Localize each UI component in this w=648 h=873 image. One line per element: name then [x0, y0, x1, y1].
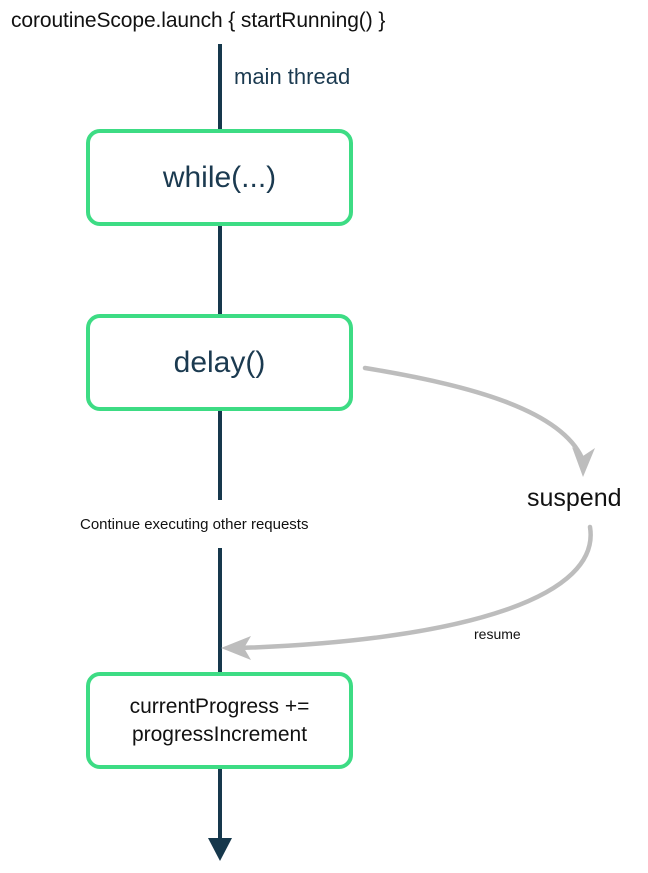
- node-current-progress-label: currentProgress += progressIncrement: [130, 693, 310, 749]
- curved-arrow-down-right-icon: [362, 365, 585, 461]
- node-delay-label: delay(): [173, 345, 266, 379]
- node-current-progress[interactable]: currentProgress += progressIncrement: [86, 672, 353, 769]
- page-title: coroutineScope.launch { startRunning() }: [11, 9, 386, 32]
- resume-label: resume: [474, 626, 521, 642]
- suspend-arrowhead: [572, 447, 595, 477]
- arrow-down-icon: [208, 838, 232, 861]
- continue-executing-note: Continue executing other requests: [80, 516, 309, 533]
- node-delay[interactable]: delay(): [86, 314, 353, 411]
- suspend-label: suspend: [527, 484, 622, 512]
- node-current-progress-label-line1: currentProgress +=: [129, 694, 310, 718]
- node-while-label: while(...): [162, 160, 277, 194]
- curved-arrow-left-icon: [237, 524, 593, 651]
- node-current-progress-label-line2: progressIncrement: [131, 722, 308, 746]
- main-thread-label: main thread: [234, 64, 351, 89]
- resume-arrowhead: [221, 636, 251, 660]
- node-while[interactable]: while(...): [86, 129, 353, 226]
